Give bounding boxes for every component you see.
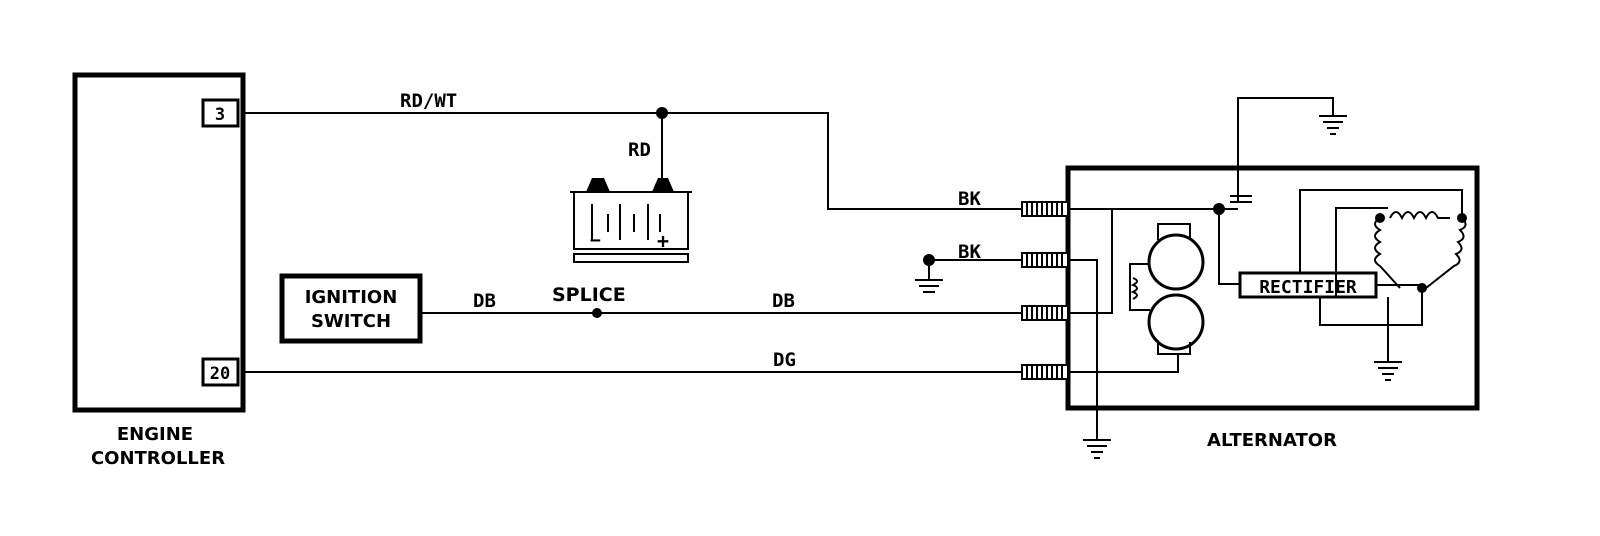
engine-controller: 3 20 — [72, 72, 246, 413]
wire-label-db-right: DB — [772, 290, 795, 312]
ignition-switch-label-2: SWITCH — [311, 311, 391, 332]
ignition-switch-label-1: IGNITION — [305, 287, 398, 308]
ground-bk-left — [915, 254, 1022, 293]
ground-rectifier — [1374, 361, 1402, 381]
wire-rd-wt — [243, 112, 1022, 210]
ground-top — [1319, 115, 1347, 135]
battery-terminal-pos — [652, 178, 674, 192]
battery-minus-label: − — [590, 230, 601, 251]
pin-3-label: 3 — [215, 105, 225, 125]
pin-3-box — [201, 98, 240, 128]
pin-20-box — [201, 357, 240, 387]
wire-label-db-left: DB — [473, 290, 496, 312]
battery-terminal-neg — [586, 178, 610, 192]
splice-dot — [592, 308, 602, 318]
engine-controller-label-1: ENGINE — [117, 424, 193, 445]
battery: − + — [570, 178, 692, 263]
field-brushes — [1129, 223, 1205, 355]
wire-label-dg: DG — [773, 349, 796, 371]
alternator-terminals — [1021, 201, 1069, 380]
rectifier-label: RECTIFIER — [1259, 277, 1357, 298]
battery-plus-label: + — [657, 229, 669, 253]
pin-20-label: 20 — [210, 364, 230, 384]
stator-windings — [1374, 211, 1467, 293]
ground-bottom — [1083, 439, 1111, 459]
alternator-label: ALTERNATOR — [1207, 430, 1337, 451]
ignition-switch: IGNITION SWITCH — [279, 273, 423, 344]
engine-controller-label-2: CONTROLLER — [91, 448, 225, 469]
splice-label: SPLICE — [552, 284, 626, 306]
wire-label-bk-ground: BK — [958, 241, 981, 263]
wire-label-rd-wt: RD/WT — [400, 90, 457, 112]
alternator: RECTIFIER — [1021, 97, 1480, 440]
wire-label-bk-top: BK — [958, 188, 981, 210]
wire-label-rd: RD — [628, 139, 651, 161]
